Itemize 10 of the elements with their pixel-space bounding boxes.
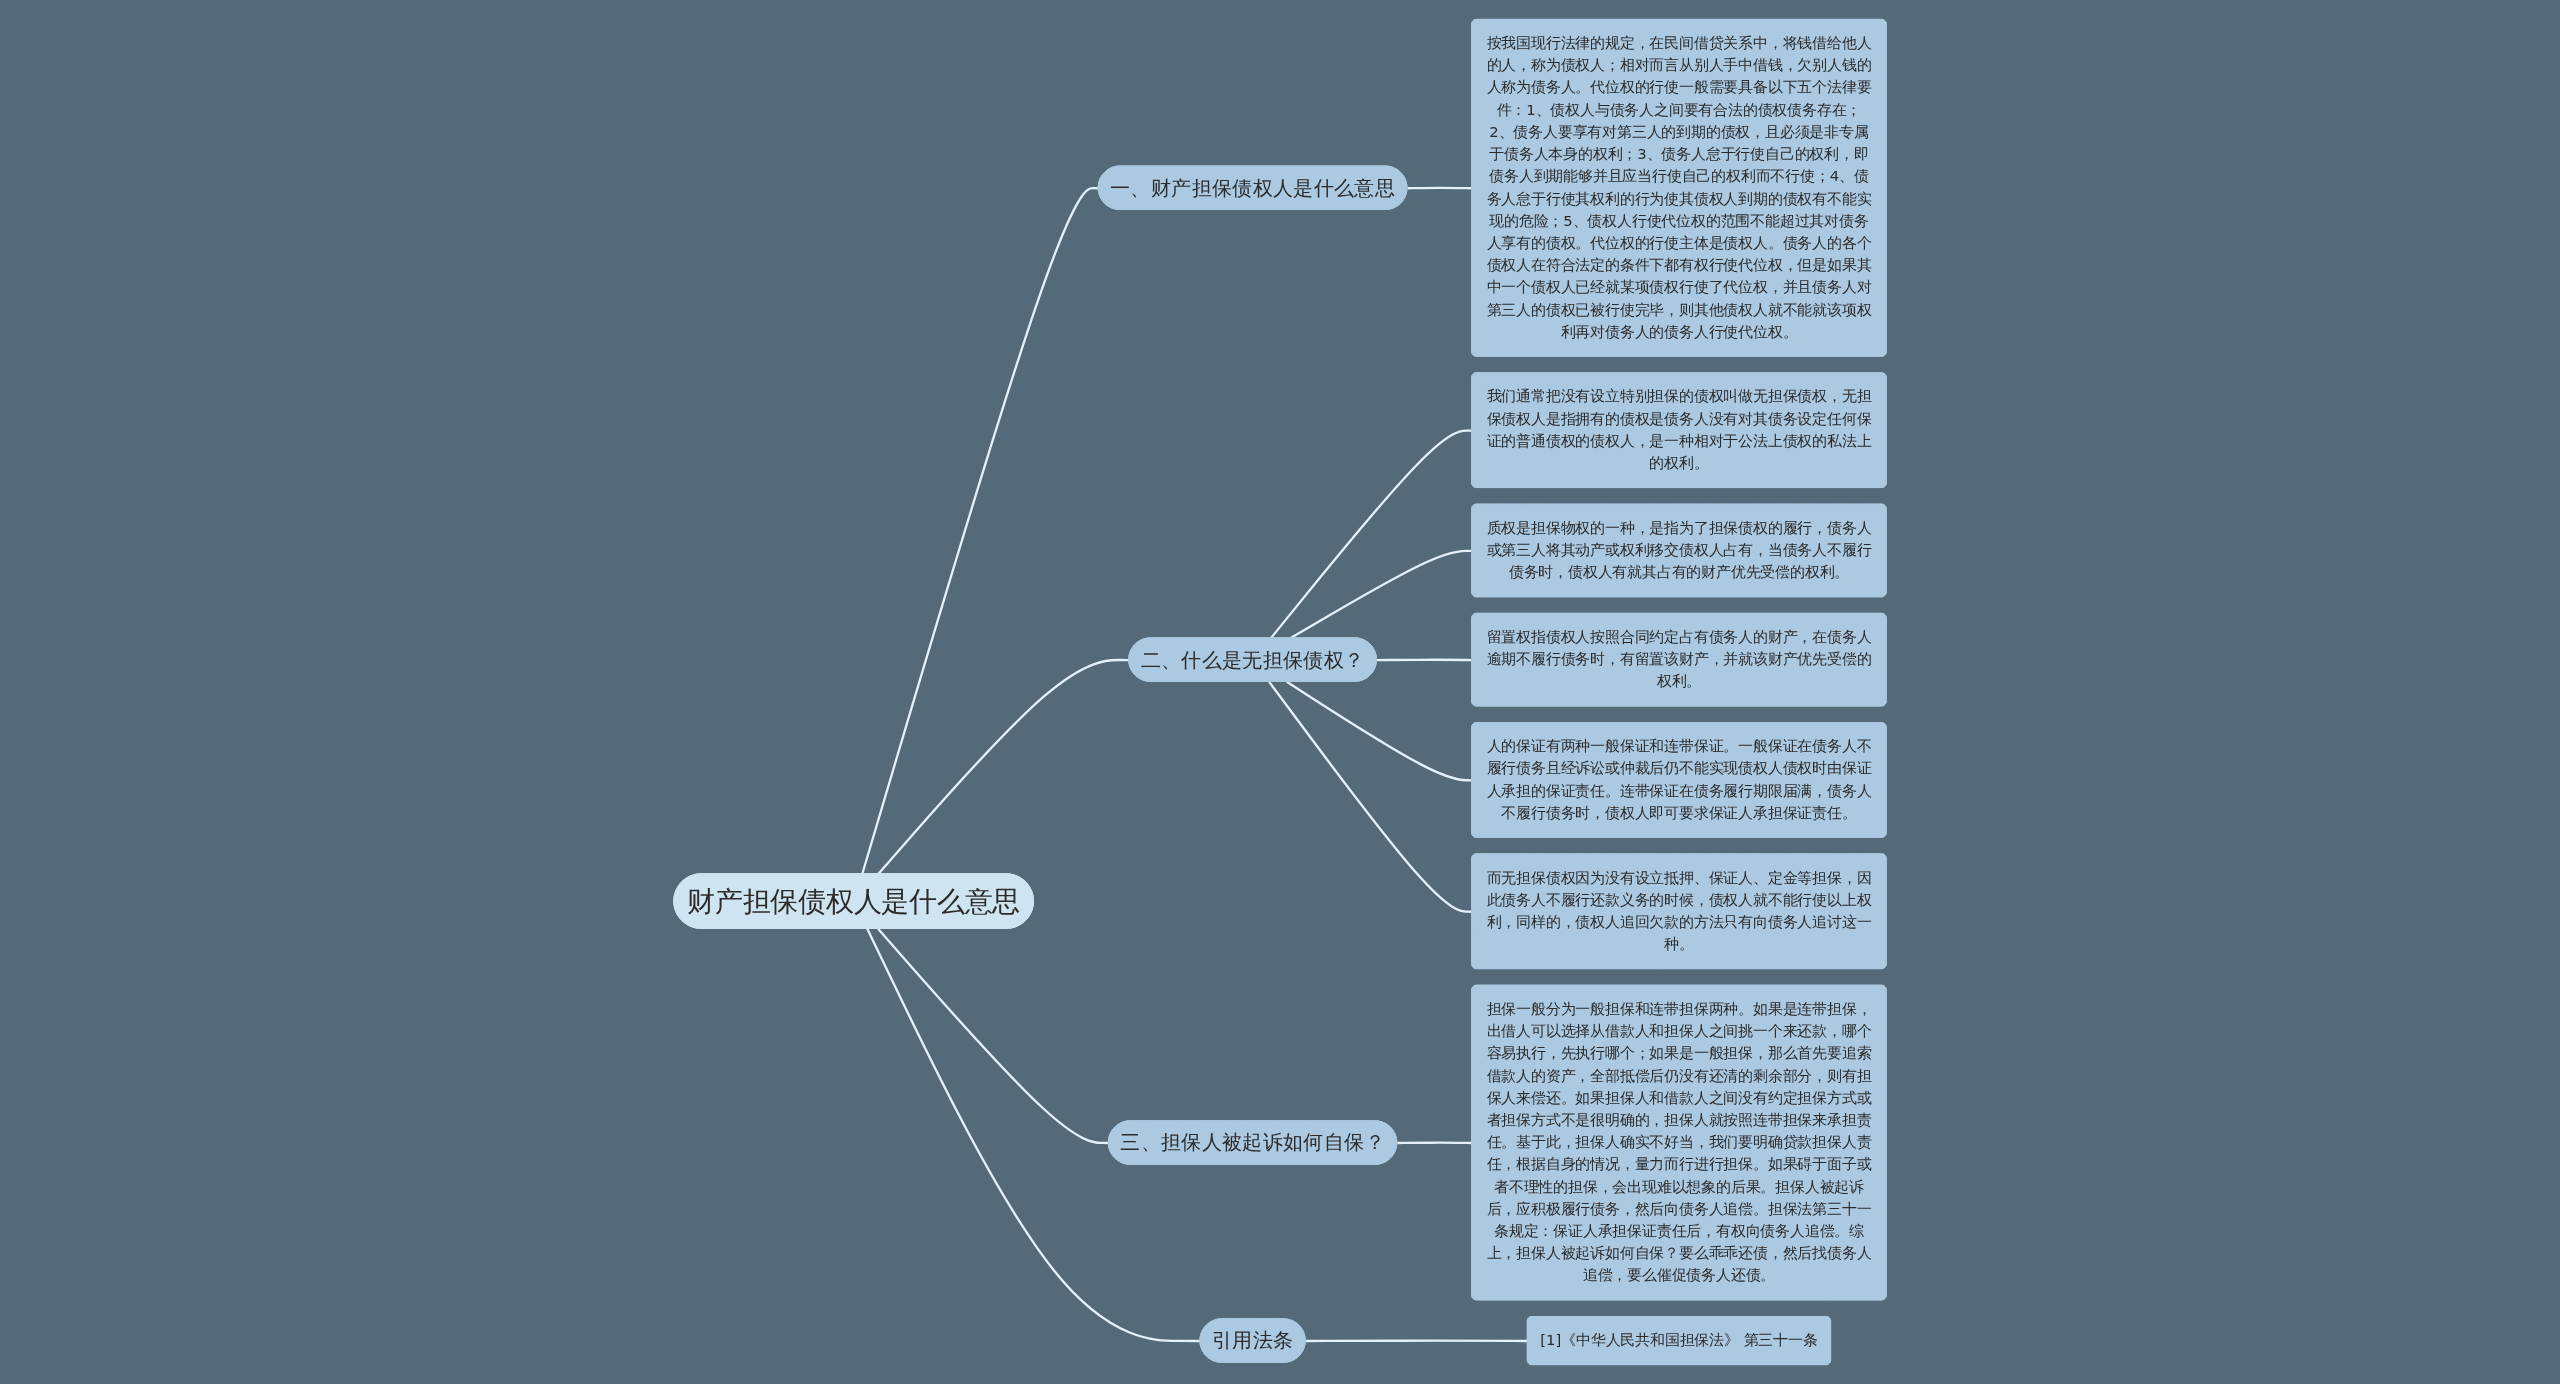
connector — [1286, 680, 1473, 782]
connector — [1397, 1141, 1473, 1145]
connector — [1305, 1339, 1528, 1343]
connector — [1268, 681, 1473, 913]
connector — [1407, 186, 1473, 190]
connector — [877, 658, 1130, 875]
connector — [1376, 658, 1473, 662]
connector — [877, 928, 1109, 1145]
connector — [866, 928, 1201, 1343]
connector — [861, 187, 1099, 875]
